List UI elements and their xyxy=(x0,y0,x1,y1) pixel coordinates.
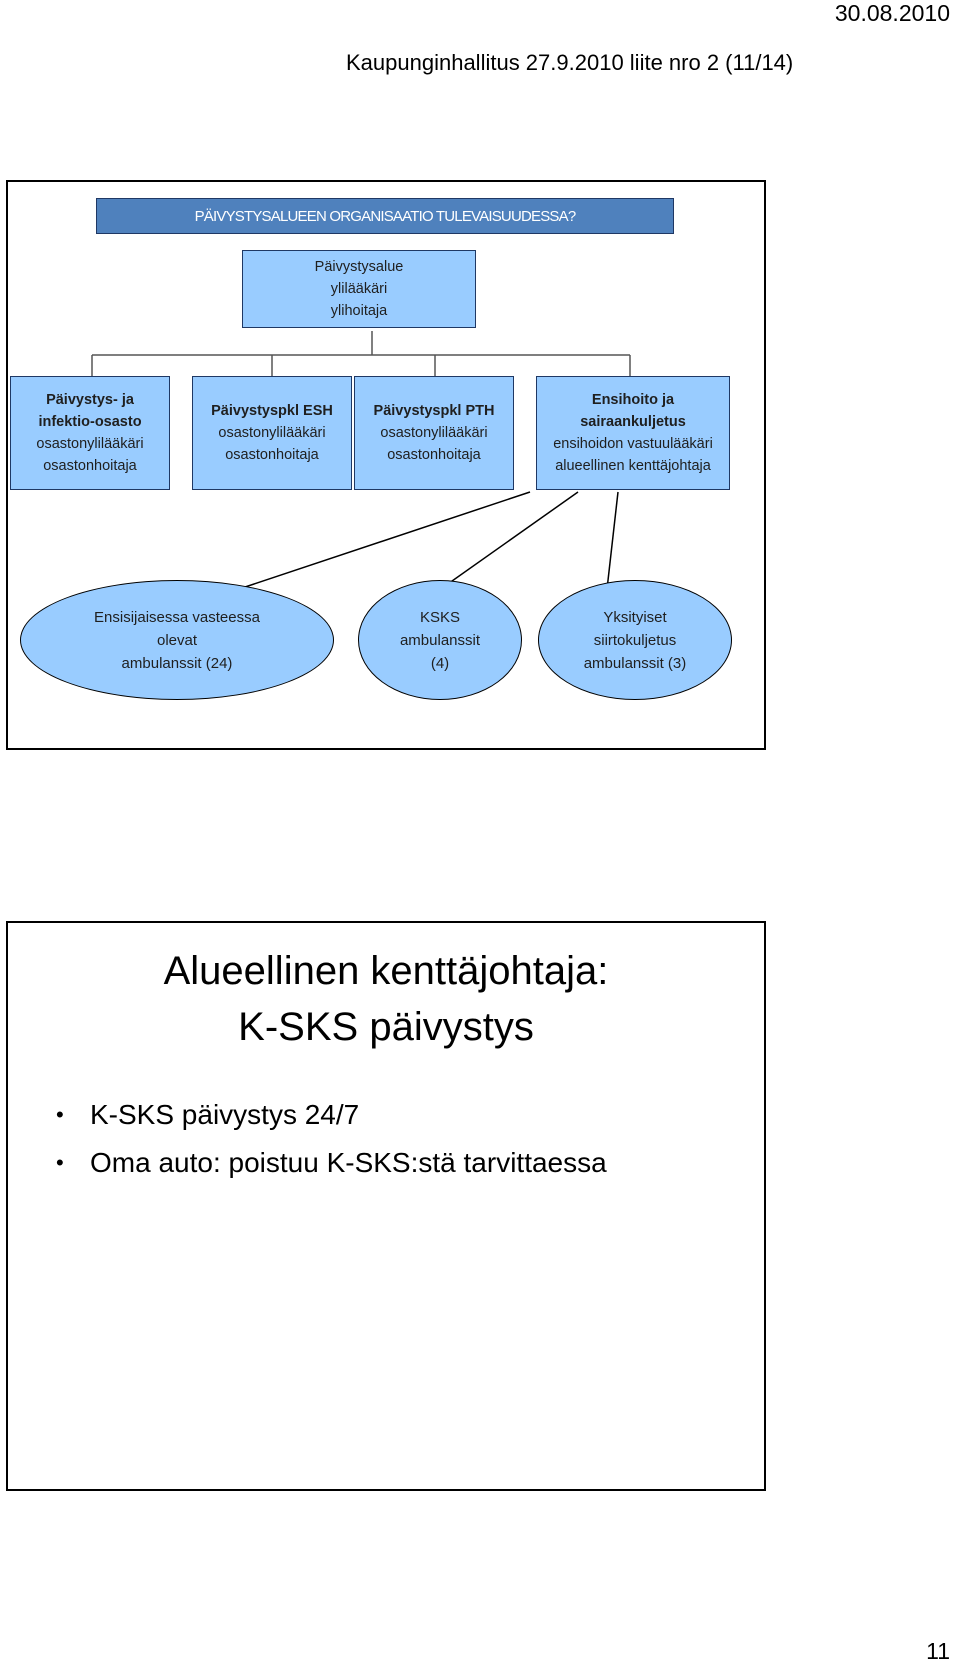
ambulance-line: (4) xyxy=(430,654,450,672)
top-box-line: ylihoitaja xyxy=(330,303,388,319)
kenttajohtaja-slide: Alueellinen kenttäjohtaja: K-SKS päivyst… xyxy=(6,921,766,1491)
unit-box-paivystyspkl-esh: Päivystyspkl ESH osastonylilääkäri osast… xyxy=(192,376,352,490)
org-chart-slide: PÄIVYSTYSALUEEN ORGANISAATIO TULEVAISUUD… xyxy=(6,180,766,750)
unit-title: Päivystyspkl ESH xyxy=(211,403,333,419)
ambulance-line: Yksityiset xyxy=(603,608,667,626)
ambulance-line: ambulanssit (24) xyxy=(121,654,233,672)
arrow-to-ambulance-3 xyxy=(599,491,619,601)
top-box-line: ylilääkäri xyxy=(330,281,388,297)
unit-line: ensihoidon vastuulääkäri xyxy=(553,436,713,452)
document-header: Kaupunginhallitus 27.9.2010 liite nro 2 … xyxy=(346,50,794,75)
slide-title: Alueellinen kenttäjohtaja: K-SKS päivyst… xyxy=(8,943,764,1055)
ambulance-ellipse-ensisijainen: Ensisijaisessa vasteessa olevat ambulans… xyxy=(20,580,334,700)
ambulance-line: KSKS xyxy=(419,608,461,626)
top-box-line: Päivystysalue xyxy=(314,259,404,275)
list-item-text: K-SKS päivystys 24/7 xyxy=(90,1099,360,1130)
unit-line: osastonylilääkäri xyxy=(218,425,326,441)
bullet-icon: • xyxy=(56,1150,64,1175)
date-stamp: 30.08.2010 xyxy=(834,0,950,26)
bullet-icon: • xyxy=(56,1102,64,1127)
ambulance-ellipse-yksityiset: Yksityiset siirtokuljetus ambulanssit (3… xyxy=(538,580,732,700)
unit-line: osastonylilääkäri xyxy=(36,436,144,452)
list-item: • Oma auto: poistuu K-SKS:stä tarvittaes… xyxy=(56,1139,607,1187)
unit-title: Päivystyspkl PTH xyxy=(373,403,495,419)
unit-title: sairaankuljetus xyxy=(580,414,686,430)
ambulance-line: siirtokuljetus xyxy=(593,631,677,649)
unit-box-paivystys-infektio: Päivystys- ja infektio-osasto osastonyli… xyxy=(10,376,170,490)
unit-line: alueellinen kenttäjohtaja xyxy=(555,458,711,474)
unit-box-paivystyspkl-pth: Päivystyspkl PTH osastonylilääkäri osast… xyxy=(354,376,514,490)
slide-title-line: K-SKS päivystys xyxy=(238,1005,534,1049)
bullet-list: • K-SKS päivystys 24/7 • Oma auto: poist… xyxy=(56,1091,607,1187)
ambulance-line: ambulanssit xyxy=(399,631,481,649)
unit-title: Ensihoito ja xyxy=(591,392,675,408)
unit-line: osastonhoitaja xyxy=(225,447,319,463)
ambulance-line: Ensisijaisessa vasteessa xyxy=(94,608,260,626)
top-box-paivystysalue: Päivystysalue ylilääkäri ylihoitaja xyxy=(242,250,476,328)
ambulance-ellipse-ksks: KSKS ambulanssit (4) xyxy=(358,580,522,700)
ambulance-line: olevat xyxy=(156,631,198,649)
unit-line: osastonylilääkäri xyxy=(380,425,488,441)
unit-title: Päivystys- ja xyxy=(46,392,134,408)
unit-title: infektio-osasto xyxy=(38,414,142,430)
slide-title-bar: PÄIVYSTYSALUEEN ORGANISAATIO TULEVAISUUD… xyxy=(96,198,674,234)
list-item: • K-SKS päivystys 24/7 xyxy=(56,1091,607,1139)
unit-box-ensihoito: Ensihoito ja sairaankuljetus ensihoidon … xyxy=(536,376,730,490)
line-to-ambulance-1 xyxy=(205,491,531,601)
unit-line: osastonhoitaja xyxy=(43,458,137,474)
slide-title-line: Alueellinen kenttäjohtaja: xyxy=(163,949,609,993)
unit-line: osastonhoitaja xyxy=(387,447,481,463)
ambulance-line: ambulanssit (3) xyxy=(583,654,687,672)
list-item-text: Oma auto: poistuu K-SKS:stä tarvittaessa xyxy=(90,1147,607,1178)
page-number: 11 xyxy=(926,1638,950,1664)
